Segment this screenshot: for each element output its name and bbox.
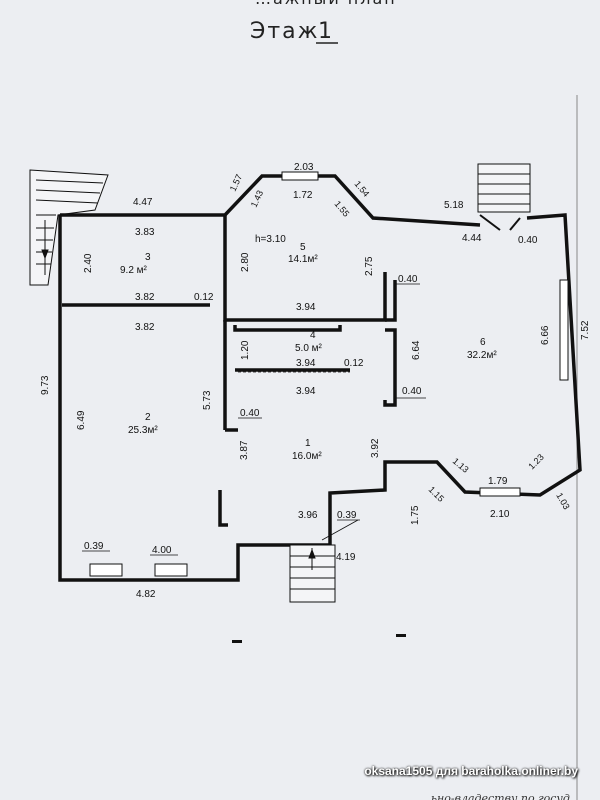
room-4-area: 5.0 м²	[295, 343, 323, 354]
bottom-mark-right	[396, 634, 406, 637]
dim-label: 0.40	[402, 386, 422, 397]
dim-label: 3.83	[135, 227, 155, 238]
dim-label: 1.20	[240, 340, 251, 360]
dim-label: 0.12	[194, 292, 214, 303]
room-6-area: 32.2м²	[467, 350, 497, 361]
right-stair	[477, 163, 531, 231]
dim-label: 0.40	[518, 235, 538, 246]
dimension-leaders	[82, 283, 426, 556]
dim-label: 0.39	[84, 541, 104, 552]
dim-label: 3.96	[298, 510, 318, 521]
dim-label: 0.40	[240, 408, 260, 419]
dim-label: 3.82	[135, 322, 155, 333]
dim-label: 1.79	[488, 476, 508, 487]
dim-label: 3.87	[239, 440, 250, 460]
room-6-number: 6	[480, 337, 486, 348]
dim-label: 2.75	[364, 256, 375, 276]
dim-label: 2.03	[294, 162, 314, 173]
dim-label: 3.94	[296, 358, 316, 369]
entrance-stair	[289, 544, 336, 603]
dim-label: 4.19	[336, 552, 356, 563]
dim-label: 4.47	[133, 197, 153, 208]
left-stair	[29, 169, 109, 286]
dim-label: 2.80	[240, 252, 251, 272]
room-5-height: h=3.10	[255, 234, 286, 245]
room-1-number: 1	[305, 438, 311, 449]
dim-label: 2.10	[490, 509, 510, 520]
bottom-mark-left	[232, 640, 242, 643]
room-3-number: 3	[145, 252, 151, 263]
dim-label: 1.75	[410, 505, 421, 525]
room-2-number: 2	[145, 412, 151, 423]
title-partial: …ажный план	[255, 0, 397, 8]
dim-label: 3.92	[370, 438, 381, 458]
room-4-number: 4	[310, 330, 316, 341]
dim-label: 6.64	[411, 340, 422, 360]
dim-label: 6.66	[540, 325, 551, 345]
dim-label: 0.39	[337, 510, 357, 521]
dim-label: 4.82	[136, 589, 156, 600]
inner-walls	[62, 215, 397, 527]
dimension-labels: 4.47 1.57 2.03 1.54 1.43 1.72 1.55 5.18 …	[40, 162, 591, 600]
room-5-number: 5	[300, 242, 306, 253]
dim-label: 7.52	[580, 320, 591, 340]
room-1-area: 16.0м²	[292, 451, 322, 462]
dim-label: 4.00	[152, 545, 172, 556]
dim-label: 0.12	[344, 358, 364, 369]
dim-label: 0.40	[398, 274, 418, 285]
room-2-area: 25.3м²	[128, 425, 158, 436]
dim-label: 3.82	[135, 292, 155, 303]
dim-label: 3.94	[296, 302, 316, 313]
dim-label: 3.94	[296, 386, 316, 397]
dim-label: 6.49	[76, 410, 87, 430]
room-3-area: 9.2 м²	[120, 265, 148, 276]
floor-number: 1	[318, 19, 334, 44]
dim-label: 1.72	[293, 190, 313, 201]
dim-label: 4.44	[462, 233, 482, 244]
dim-label: 9.73	[40, 375, 51, 395]
footer-cut-text: …ьно-владеству по госуд…	[420, 792, 581, 800]
window-markers	[89, 171, 569, 577]
dim-label: 2.40	[83, 253, 94, 273]
dim-label: 5.18	[444, 200, 464, 211]
room-5-area: 14.1м²	[288, 254, 318, 265]
dim-label: 5.73	[202, 390, 213, 410]
floor-label: Этаж	[250, 19, 319, 44]
watermark-text: oksana1505 для baraholka.onliner.by	[364, 764, 578, 778]
